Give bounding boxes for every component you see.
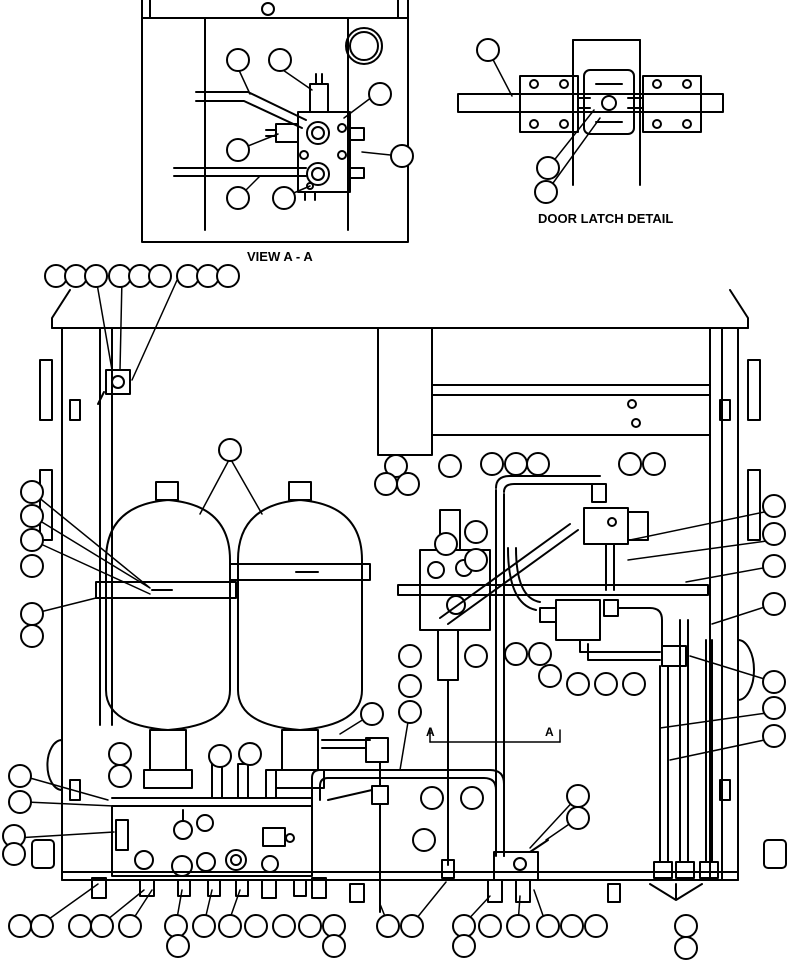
flow-control-block: [539, 599, 687, 667]
view-a-a-caption: VIEW A - A: [247, 249, 313, 264]
accumulator-left: [95, 481, 237, 789]
callout-bubbles: [2, 38, 786, 960]
bottom-fittings: [91, 877, 621, 903]
door-latch-detail: [457, 39, 724, 186]
right-solenoid-valve: [495, 475, 649, 591]
view-a-a-inset: [141, 0, 409, 243]
door-latch-detail-caption: DOOR LATCH DETAIL: [538, 211, 674, 226]
section-marker-right: A: [545, 725, 554, 739]
toggle-switch: [97, 369, 131, 405]
main-tubing: [311, 489, 561, 913]
section-marker-left: A: [426, 725, 435, 739]
right-vertical-tubes: [649, 619, 719, 901]
manifold-block: [111, 757, 313, 877]
accumulator-right: [229, 481, 371, 789]
